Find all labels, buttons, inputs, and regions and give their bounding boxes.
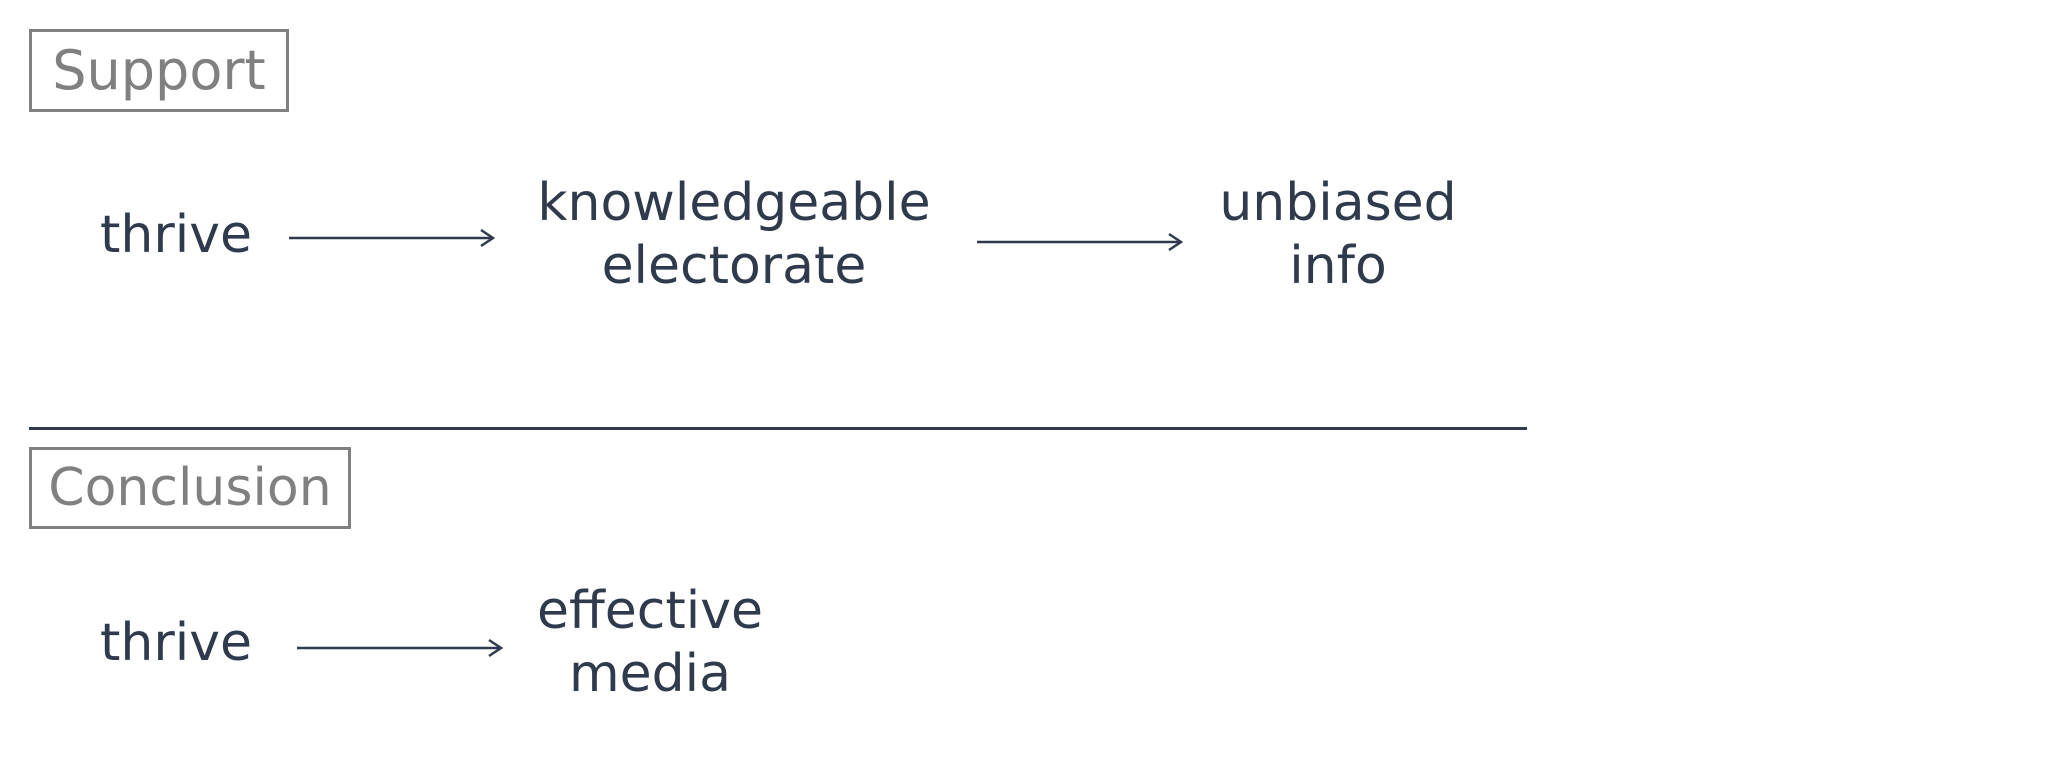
node-line: info [1289, 236, 1387, 296]
support-node-knowledgeable-electorate: knowledgeable electorate [537, 172, 930, 298]
conclusion-label: Conclusion [29, 447, 351, 529]
node-line: electorate [601, 236, 867, 296]
support-label: Support [29, 29, 289, 112]
node-line: media [569, 644, 731, 704]
node-line: knowledgeable [537, 173, 931, 233]
arrow-icon [289, 228, 496, 248]
conclusion-arrow [297, 638, 504, 658]
arrow-icon [977, 232, 1184, 252]
divider-line [29, 427, 1527, 430]
support-arrow-2 [977, 232, 1184, 252]
support-node-unbiased-info: unbiased info [1219, 172, 1456, 298]
node-line: thrive [100, 205, 252, 265]
arrow-icon [297, 638, 504, 658]
node-line: effective [536, 581, 764, 641]
conclusion-node-effective-media: effective media [537, 580, 763, 706]
conclusion-node-thrive: thrive [100, 612, 252, 675]
support-arrow-1 [289, 228, 496, 248]
node-line: unbiased [1219, 173, 1457, 233]
support-node-thrive: thrive [100, 204, 252, 267]
node-line: thrive [100, 613, 252, 673]
